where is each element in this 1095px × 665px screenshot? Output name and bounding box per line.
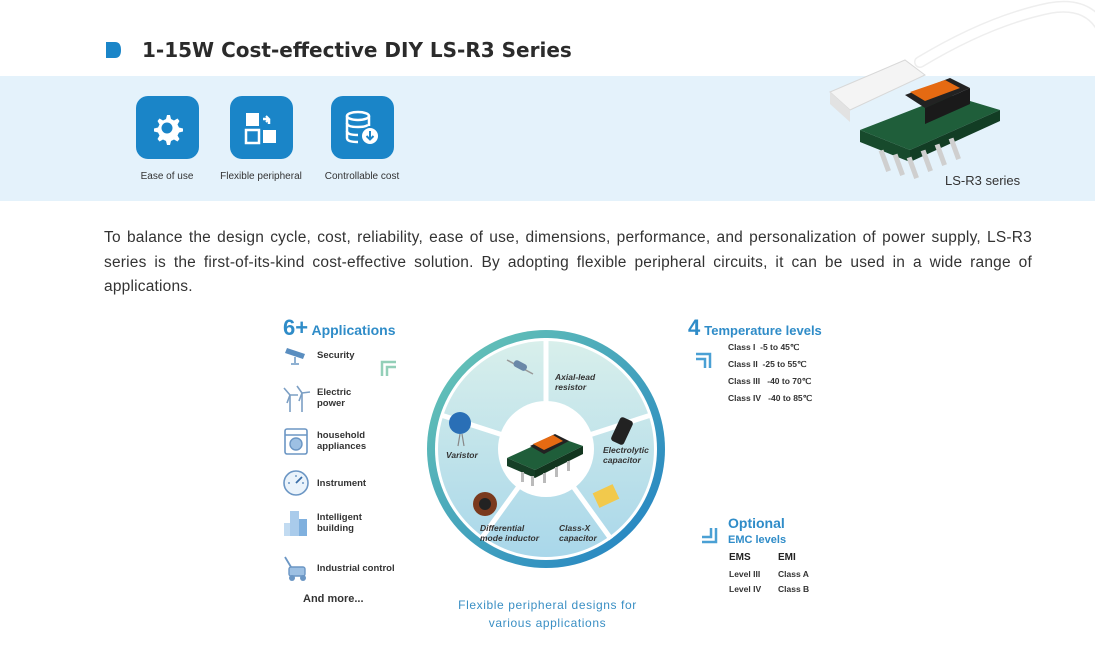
gear-icon [135,96,199,159]
temperature-range: -40 to 85℃ [768,393,813,403]
intro-paragraph: To balance the design cycle, cost, relia… [104,229,1032,295]
segment-label-line: resistor [555,382,587,392]
emi-header: EMI [778,552,796,563]
caption-text: Flexible peripheral designs for various … [458,598,637,630]
applications-title-text: Applications [311,322,396,338]
emi-level: Class A [778,569,809,579]
feature-label: Ease of use [140,171,194,182]
temperature-row: Class IV -40 to 85℃ [728,393,812,404]
ems-level: Level III [729,569,761,579]
emc-title: Optional [728,515,785,531]
peripheral-wheel: Axial-lead resistor Electrolytic capacit… [427,330,665,568]
temperature-row: Class II -25 to 55℃ [728,359,807,370]
temperature-range: -25 to 55℃ [762,359,807,369]
application-item: Security [281,340,355,370]
temperature-title-text: Temperature levels [704,323,822,338]
segment-label-line: capacitor [603,455,641,465]
resistor-icon [506,359,534,375]
applications-title: 6+ Applications [283,315,395,341]
segment-label-line: Class-X [559,523,592,533]
application-label: Intelligent building [317,512,362,534]
play-marker-icon [106,42,121,58]
feature-controllable-cost: Controllable cost [307,96,417,182]
segment-label-differential: Differential mode inductor [480,523,540,543]
temperature-class: Class I [728,342,756,352]
temperature-row: Class I -5 to 45℃ [728,342,799,353]
section-title: 1-15W Cost-effective DIY LS-R3 Series [142,38,572,62]
temperature-range: -40 to 70℃ [767,376,812,386]
temperature-count: 4 [688,315,701,340]
application-item: household appliances [281,426,366,456]
x-capacitor-icon [592,484,620,508]
module-image [507,434,583,486]
layout-icon [229,96,293,159]
corner-mark-icon [696,352,712,368]
segment-label-electrolytic: Electrolytic capacitor [603,445,651,465]
wind-turbine-icon [283,385,311,412]
wheel-caption: Flexible peripheral designs for various … [440,596,655,632]
temperature-class: Class III [728,376,761,386]
emc-subtitle: EMC levels [728,534,787,546]
product-label: LS-R3 series [945,173,1021,188]
building-icon [284,511,307,536]
emi-level: Class B [778,584,810,594]
segment-label-line: mode inductor [480,533,540,543]
database-icon [330,96,394,159]
ems-header: EMS [729,552,751,563]
ems-level: Level IV [729,584,762,594]
application-label: Instrument [317,477,367,489]
application-item: Instrument [281,468,366,498]
segment-label-line: Axial-lead [554,372,596,382]
camera-icon [285,348,305,365]
segment-label-line: capacitor [559,533,597,543]
temperature-class: Class II [728,359,758,369]
application-label: Electric power [317,387,352,409]
application-label: Security [317,349,355,361]
corner-mark-icon [380,360,396,376]
electrolytic-capacitor-icon [611,417,633,445]
feature-ease-of-use: Ease of use [112,96,222,182]
applications-more: And more... [303,593,364,605]
application-label: household appliances [317,430,367,452]
product-image [829,0,1095,179]
feature-label: Controllable cost [324,171,400,182]
temperature-class: Class IV [728,393,762,403]
feature-flexible-peripheral: Flexible peripheral [206,96,316,182]
section-header: 1-15W Cost-effective DIY LS-R3 Series [104,38,572,62]
washing-machine-icon [284,428,308,455]
inductor-icon [473,492,497,516]
corner-mark-icon [702,528,718,544]
application-item: Intelligent building [281,508,362,538]
temperature-range: -5 to 45℃ [760,342,800,352]
segment-label-axial: Axial-lead resistor [554,372,598,392]
segment-label-line: Differential [480,523,525,533]
segment-label-class-x: Class-X capacitor [559,523,597,543]
applications-count: 6+ [283,315,309,340]
application-item: Electric power [281,383,351,413]
application-item: Industrial control [281,553,395,583]
feature-label: Flexible peripheral [220,171,302,182]
varistor-icon [449,412,471,447]
segment-label-line: Varistor [446,450,479,460]
segment-label-line: Electrolytic [603,445,649,455]
application-label: Industrial control [317,562,395,574]
temperature-row: Class III -40 to 70℃ [728,376,811,387]
lawn-mower-icon [284,556,306,581]
gauge-icon [283,470,309,496]
segment-label-varistor: Varistor [446,450,479,460]
